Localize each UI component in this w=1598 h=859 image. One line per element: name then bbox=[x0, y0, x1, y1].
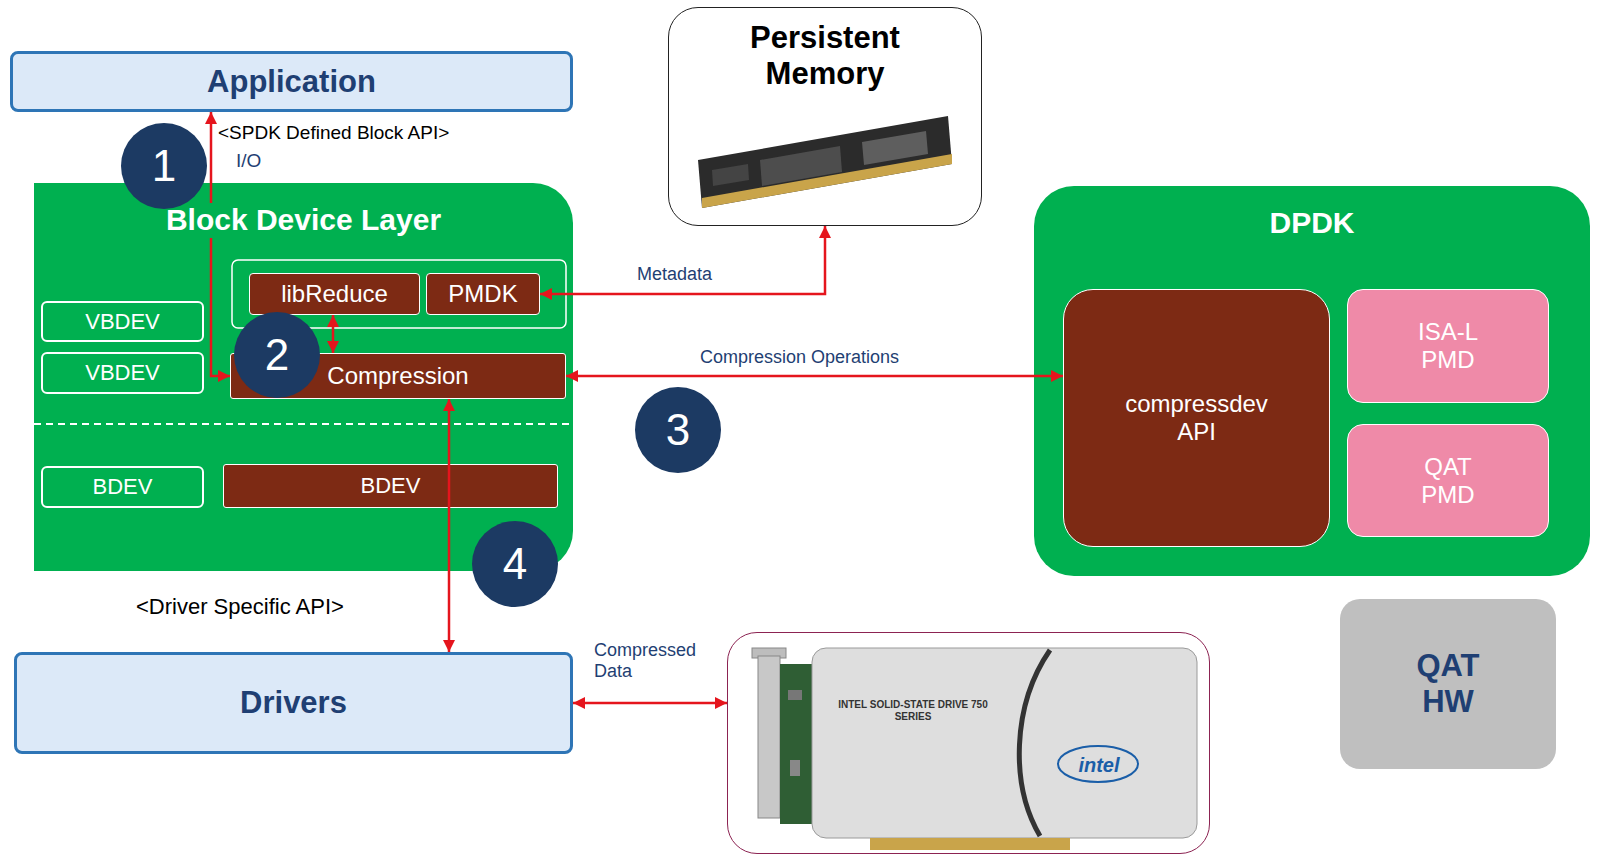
pmd-box: ISA-L PMD bbox=[1347, 289, 1549, 403]
divider-line bbox=[34, 423, 573, 425]
group-outline bbox=[232, 260, 566, 328]
connector bbox=[573, 702, 727, 705]
box-label: Drivers bbox=[240, 685, 347, 721]
callout-number: 4 bbox=[472, 521, 558, 607]
vbdev-box: VBDEV bbox=[41, 301, 204, 342]
box-label: compressdev API bbox=[1117, 390, 1277, 445]
app-box: Application bbox=[10, 51, 573, 112]
ssd-card bbox=[752, 648, 1197, 850]
callout-number: 1 bbox=[121, 123, 207, 209]
api-box: compressdev API bbox=[1063, 289, 1330, 547]
connector bbox=[211, 112, 230, 376]
edge-label: Compressed Data bbox=[594, 640, 704, 681]
callout-number: 2 bbox=[234, 312, 320, 398]
box-label: PMDK bbox=[448, 280, 517, 308]
connector bbox=[540, 226, 825, 294]
module-box: BDEV bbox=[223, 464, 558, 508]
memory-box: Persistent Memory bbox=[668, 7, 982, 226]
box-label: ISA-L PMD bbox=[1403, 318, 1493, 373]
module-box: PMDK bbox=[426, 273, 540, 315]
box-label: QAT HW bbox=[1398, 648, 1498, 719]
framework-panel: DPDK compressdev API ISA-L PMD QAT PMD bbox=[1034, 186, 1590, 576]
edge-label: I/O bbox=[236, 150, 261, 172]
drive-frame: INTEL SOLID-STATE DRIVE 750 SERIES intel bbox=[727, 632, 1210, 854]
callout-number: 3 bbox=[635, 387, 721, 473]
box-label: BDEV bbox=[361, 473, 421, 498]
hardware-box: QAT HW bbox=[1340, 599, 1556, 769]
panel-title: DPDK bbox=[1269, 206, 1354, 241]
connector bbox=[448, 399, 451, 652]
bdev-box: BDEV bbox=[41, 466, 204, 508]
memory-module bbox=[698, 116, 952, 208]
box-label: VBDEV bbox=[85, 309, 160, 334]
connector bbox=[332, 315, 335, 353]
box-label: Compression bbox=[327, 362, 468, 390]
drive-print: intel bbox=[1064, 754, 1134, 777]
edge-label: Metadata bbox=[637, 264, 712, 285]
edge-label: Compression Operations bbox=[700, 347, 899, 368]
connector bbox=[566, 375, 1063, 378]
vbdev-box: VBDEV bbox=[41, 352, 204, 394]
panel-title: Persistent Memory bbox=[715, 20, 935, 91]
box-label: VBDEV bbox=[85, 360, 160, 385]
module-box: libReduce bbox=[249, 273, 420, 315]
drive-print: INTEL SOLID-STATE DRIVE 750 SERIES bbox=[838, 699, 988, 722]
panel-title: Block Device Layer bbox=[160, 203, 447, 238]
drivers-box: Drivers bbox=[14, 652, 573, 754]
box-label: QAT PMD bbox=[1403, 453, 1493, 508]
box-label: libReduce bbox=[281, 280, 388, 308]
box-label: Application bbox=[207, 64, 376, 100]
api-note: <Driver Specific API> bbox=[136, 594, 344, 619]
box-label: BDEV bbox=[93, 474, 153, 499]
pmd-box: QAT PMD bbox=[1347, 424, 1549, 537]
api-note: <SPDK Defined Block API> bbox=[218, 122, 449, 144]
